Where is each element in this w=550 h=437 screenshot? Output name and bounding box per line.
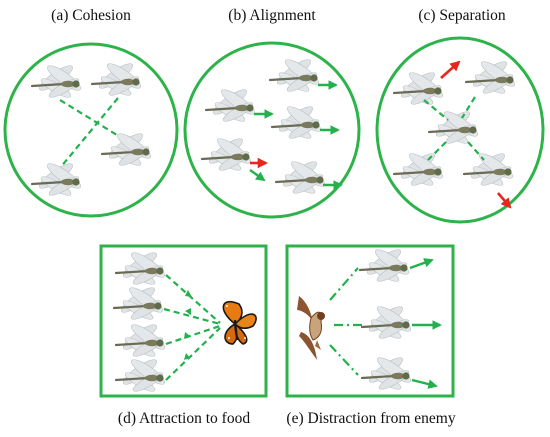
dragonfly-icon	[358, 244, 413, 286]
separation-links	[423, 96, 485, 161]
dragonfly-icon	[464, 56, 519, 98]
dragonfly-icon	[204, 84, 259, 126]
dragonfly-icon	[30, 158, 85, 200]
panel-c-frame	[375, 36, 545, 224]
dragonfly-icon	[392, 148, 447, 190]
attraction-arrowheads	[184, 290, 192, 360]
separation-red-arrow	[497, 192, 512, 209]
dragonfly-icon	[392, 67, 447, 109]
dragonfly-icon	[114, 354, 169, 396]
dragonfly-icon	[268, 54, 323, 96]
dragonfly-icon	[462, 148, 517, 190]
caption-alignment: (b) Alignment	[228, 7, 316, 24]
caption-separation: (c) Separation	[418, 7, 506, 24]
panel-d-frame	[99, 244, 268, 398]
dragonfly-icon	[270, 101, 325, 143]
dragonfly-icon	[112, 282, 167, 324]
panel-e-frame	[285, 244, 455, 398]
dragonfly-icon	[100, 128, 155, 170]
dragonfly-icon	[274, 156, 329, 198]
caption-distraction: (e) Distraction from enemy	[286, 410, 456, 427]
hawk-icon	[297, 296, 325, 360]
dragonfly-icon	[114, 319, 169, 361]
dragonfly-icon	[360, 352, 415, 394]
dragonfly-icon	[30, 60, 85, 102]
alignment-arrows	[249, 80, 343, 190]
dragonfly-icon	[427, 106, 482, 148]
attraction-links	[163, 274, 221, 381]
distraction-links	[329, 267, 362, 376]
dragonfly-icon	[360, 301, 415, 343]
dragonfly-icon	[90, 58, 145, 100]
panel-b-frame	[183, 41, 361, 219]
separation-red-arrow	[440, 60, 461, 79]
dragonfly-icon	[200, 133, 255, 175]
caption-attraction: (d) Attraction to food	[117, 410, 251, 427]
butterfly-icon	[222, 300, 257, 345]
caption-cohesion: (a) Cohesion	[51, 7, 131, 24]
dragonfly-icon	[114, 247, 169, 289]
panel-a-frame	[3, 42, 179, 218]
cohesion-links	[59, 97, 126, 169]
distraction-arrows	[409, 258, 442, 389]
